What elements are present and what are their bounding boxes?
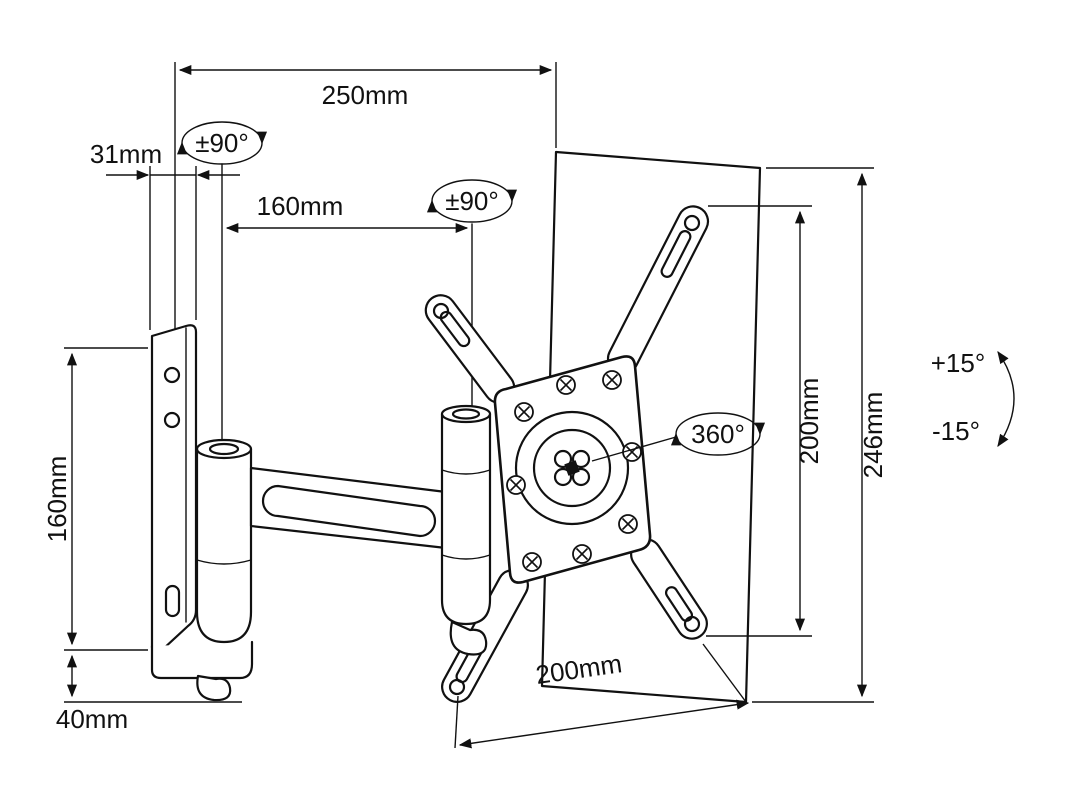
wall-plate-slot xyxy=(164,584,181,618)
hub-lobe-2 xyxy=(571,449,591,469)
wall-plate-base xyxy=(150,640,254,680)
tilt-annotation: +15° -15° xyxy=(931,348,1015,448)
hub-outer-ring xyxy=(514,410,630,526)
swivel-1-arc-top xyxy=(181,121,268,145)
swivel-arm xyxy=(249,466,448,550)
strap-lower-right-slot xyxy=(664,586,694,622)
joint2-body xyxy=(440,412,492,626)
vesa-plate xyxy=(493,355,652,584)
tilt-down-label: -15° xyxy=(932,416,980,446)
dim-40-label: 40mm xyxy=(56,704,128,734)
swivel-2-annotation: ±90° xyxy=(426,179,518,223)
joint1-band xyxy=(196,559,252,565)
dim-160-left-label: 160mm xyxy=(42,456,72,543)
dim-200-bottom-ext-left xyxy=(454,695,459,749)
dim-246-label: 246mm xyxy=(858,392,888,479)
tilt-arc-arrow xyxy=(997,350,1015,448)
vesa-screw xyxy=(602,370,622,390)
arm-joint-1 xyxy=(195,438,253,644)
dim-200-right: 200mm xyxy=(706,205,824,637)
vesa-screw xyxy=(522,552,542,572)
dim-200-bottom-label: 200mm xyxy=(534,648,624,690)
dim-200-bottom-ext-right xyxy=(702,643,747,703)
strap-lower-right-hole xyxy=(683,615,701,633)
strap-upper-right-hole xyxy=(683,214,701,232)
joint2-top-cap-inner xyxy=(451,408,481,420)
wall-plate-hole-2 xyxy=(163,411,181,429)
wall-plate xyxy=(150,324,254,702)
strap-upper-right-slot xyxy=(660,230,692,278)
strap-lower-right xyxy=(630,538,708,640)
joint2-hook xyxy=(449,620,488,656)
dim-160-arm-label: 160mm xyxy=(257,191,344,221)
strap-lower-left-hole xyxy=(448,678,466,696)
hub-lobe-3 xyxy=(553,467,573,487)
dim-40: 40mm xyxy=(56,654,242,734)
swivel-2-arc-top xyxy=(431,179,518,203)
hub-lobe-1 xyxy=(553,449,573,469)
rotation-arc-bottom xyxy=(670,432,761,456)
rotation-label: 360° xyxy=(691,419,745,449)
dim-31: 31mm xyxy=(90,139,240,330)
strap-upper-left-hole xyxy=(432,302,450,320)
swivel-1-annotation: ±90° xyxy=(176,121,268,165)
dim-250: 250mm xyxy=(174,62,557,330)
joint2-band-1 xyxy=(441,469,491,475)
rotation-arc-top xyxy=(675,412,766,436)
dim-246: 246mm xyxy=(752,167,888,703)
dim-31-label: 31mm xyxy=(90,139,162,169)
hub-middle-ring xyxy=(532,428,612,508)
wall-plate-outline xyxy=(150,324,198,654)
wall-plate-hook xyxy=(196,674,232,702)
joint1-body xyxy=(195,447,253,644)
dim-200-bottom: 200mm xyxy=(454,643,750,749)
swivel-1-label: ±90° xyxy=(195,128,249,158)
swivel-1-arc-bottom xyxy=(176,141,263,165)
vesa-screw xyxy=(618,514,638,534)
hub-center-bolt xyxy=(564,460,580,476)
arm-slot xyxy=(261,484,437,538)
rotation-leader-line xyxy=(591,436,677,462)
rotation-annotation: 360° xyxy=(591,412,766,462)
arm-joint-2 xyxy=(440,404,492,656)
swivel-2-label: ±90° xyxy=(445,186,499,216)
strap-upper-left-slot xyxy=(439,310,471,348)
vesa-screw xyxy=(506,475,526,495)
dim-200-right-label: 200mm xyxy=(794,378,824,465)
joint1-top-cap-inner xyxy=(208,442,240,456)
dimensions: 250mm 31mm 160mm ±90° ±90° xyxy=(42,62,1015,749)
joint1-top-cap xyxy=(195,438,253,460)
dim-200-bottom-line xyxy=(458,699,750,749)
joint2-top-cap xyxy=(440,404,492,424)
dim-160-arm: 160mm xyxy=(225,191,469,234)
vesa-screw xyxy=(514,402,534,422)
vesa-screw xyxy=(572,544,592,564)
dim-160-left: 160mm xyxy=(42,347,148,651)
wall-plate-hole-1 xyxy=(163,366,181,384)
tilt-up-label: +15° xyxy=(931,348,986,378)
swivel-2-arc-bottom xyxy=(426,199,513,223)
dim-250-label: 250mm xyxy=(322,80,409,110)
rotation-hub xyxy=(514,410,630,526)
joint2-band-2 xyxy=(441,554,491,560)
hub-lobe-4 xyxy=(571,467,591,487)
strap-upper-right xyxy=(606,205,710,375)
vesa-screws xyxy=(506,370,642,572)
vesa-screw xyxy=(556,375,576,395)
